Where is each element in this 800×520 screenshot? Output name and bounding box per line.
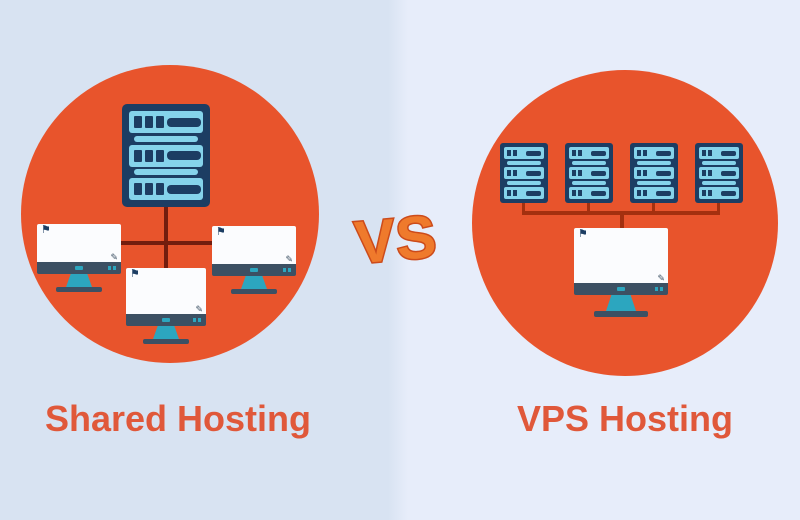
shared-hosting-circle — [21, 65, 319, 363]
monitor-stand — [66, 274, 92, 287]
monitor-stand — [241, 276, 267, 289]
server-unit — [699, 167, 739, 179]
edit-icon: ✎ — [657, 273, 665, 283]
monitor-screen: ⚑ ✎ — [126, 268, 206, 314]
connector-vertical-left — [164, 205, 168, 269]
monitor-screen: ⚑ ✎ — [574, 228, 668, 283]
server-divider — [134, 135, 198, 142]
server-unit — [569, 147, 609, 159]
server-rack-icon — [122, 104, 210, 207]
vps-hosting-label: VPS Hosting — [516, 398, 734, 439]
server-divider — [637, 161, 671, 165]
vs-label: VS — [351, 201, 442, 278]
monitor-bezel — [574, 283, 668, 295]
server-unit — [129, 178, 203, 200]
bezel-ticks-icon — [655, 287, 663, 291]
monitor-stand — [606, 295, 636, 311]
connector-drop-4 — [717, 200, 720, 214]
camera-dot-icon — [75, 266, 83, 270]
server-unit — [504, 147, 544, 159]
client-monitor-icon: ⚑ ✎ — [212, 226, 296, 294]
server-unit — [634, 147, 674, 159]
server-divider — [572, 181, 606, 185]
server-unit — [634, 167, 674, 179]
server-unit — [504, 167, 544, 179]
monitor-bezel — [212, 264, 296, 276]
flag-icon: ⚑ — [41, 224, 51, 236]
server-divider — [637, 181, 671, 185]
vps-server-rack-icon — [500, 143, 548, 203]
monitor-bezel — [126, 314, 206, 326]
connector-horizontal-left — [117, 241, 217, 245]
bezel-ticks-icon — [193, 318, 201, 322]
server-unit — [129, 144, 203, 167]
server-unit — [699, 187, 739, 199]
flag-icon: ⚑ — [216, 226, 226, 238]
connector-bus-right — [522, 211, 720, 215]
server-unit — [129, 111, 203, 133]
connector-center-drop — [620, 214, 624, 230]
vps-hosting-circle — [472, 70, 778, 376]
server-unit — [569, 167, 609, 179]
edit-icon: ✎ — [195, 304, 203, 314]
monitor-stand — [153, 326, 179, 339]
server-divider — [507, 181, 541, 185]
shared-hosting-label: Shared Hosting — [44, 398, 312, 439]
server-unit — [699, 147, 739, 159]
server-unit — [504, 187, 544, 199]
flag-icon: ⚑ — [130, 268, 140, 280]
server-divider — [134, 169, 198, 176]
monitor-bezel — [37, 262, 121, 274]
client-monitor-icon: ⚑ ✎ — [37, 224, 121, 292]
client-monitor-icon: ⚑ ✎ — [126, 268, 206, 344]
connector-drop-2 — [587, 200, 590, 214]
client-monitor-icon: ⚑ ✎ — [574, 228, 668, 317]
flag-icon: ⚑ — [578, 228, 588, 240]
bezel-ticks-icon — [108, 266, 116, 270]
server-divider — [702, 181, 736, 185]
server-divider — [572, 161, 606, 165]
server-divider — [507, 161, 541, 165]
monitor-base — [56, 287, 102, 292]
server-unit — [569, 187, 609, 199]
monitor-screen: ⚑ ✎ — [212, 226, 296, 264]
server-divider — [702, 161, 736, 165]
connector-drop-3 — [652, 200, 655, 214]
monitor-screen: ⚑ ✎ — [37, 224, 121, 262]
edit-icon: ✎ — [110, 252, 118, 262]
camera-dot-icon — [617, 287, 625, 291]
monitor-base — [231, 289, 277, 294]
server-unit — [634, 187, 674, 199]
monitor-base — [143, 339, 189, 344]
camera-dot-icon — [162, 318, 170, 322]
vps-server-rack-icon — [565, 143, 613, 203]
bezel-ticks-icon — [283, 268, 291, 272]
edit-icon: ✎ — [285, 254, 293, 264]
monitor-base — [594, 311, 648, 317]
connector-drop-1 — [522, 200, 525, 214]
camera-dot-icon — [250, 268, 258, 272]
vps-server-rack-icon — [695, 143, 743, 203]
vps-server-rack-icon — [630, 143, 678, 203]
